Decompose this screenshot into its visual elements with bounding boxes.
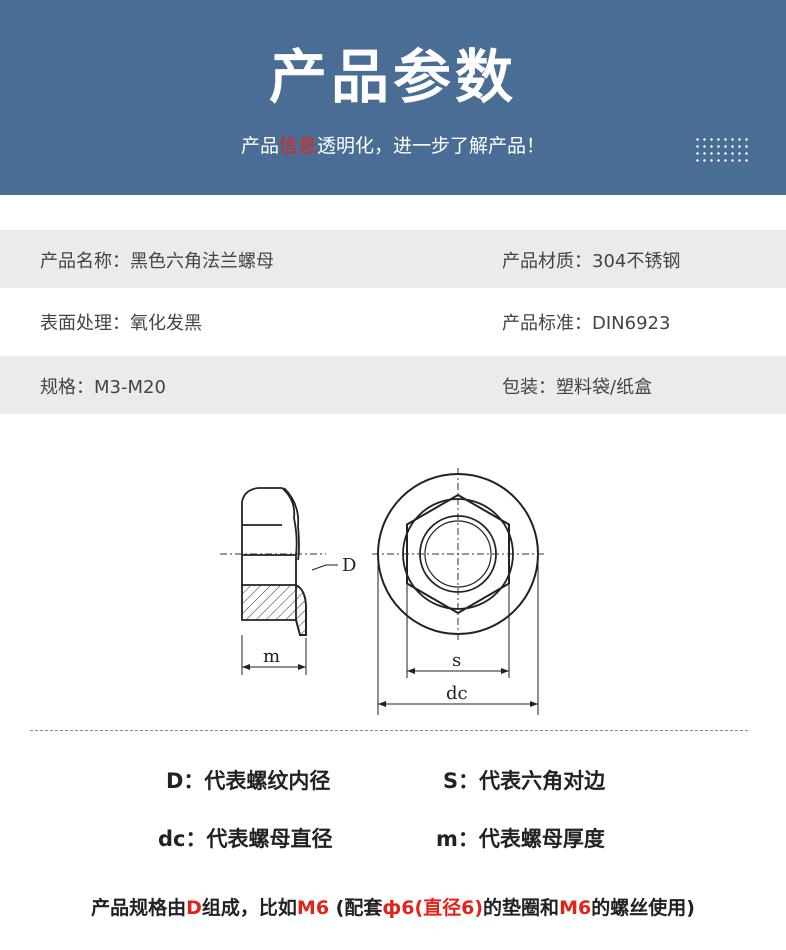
page-subtitle: 产品信息透明化，进一步了解产品！ [240, 135, 546, 157]
param-row-spec-package: 规格：M3-M20 包装：塑料袋/纸盒 [0, 356, 786, 414]
param-package: 包装：塑料袋/纸盒 [502, 377, 653, 398]
param-name: 产品名称：黑色六角法兰螺母 [40, 251, 274, 272]
dashed-divider [30, 730, 748, 731]
label-dc: dc [446, 683, 468, 704]
side-view [241, 487, 307, 636]
spec-note: 产品规格由D组成，比如M6 (配套ф6(直径6)的垫圈和M6的螺丝使用) [91, 897, 695, 919]
param-row-surface-standard: 表面处理：氧化发黑 产品标准：DIN6923 [0, 292, 786, 350]
param-material: 产品材质：304不锈钢 [502, 251, 681, 272]
param-standard: 产品标准：DIN6923 [502, 313, 671, 334]
param-surface: 表面处理：氧化发黑 [40, 313, 202, 334]
technical-drawing: D m s dc [220, 468, 544, 715]
header-banner: 产品参数 产品信息透明化，进一步了解产品！ [0, 0, 786, 195]
legend-D: D：代表螺纹内径 [166, 769, 331, 793]
page-title: 产品参数 [268, 43, 517, 111]
label-D: D [342, 555, 356, 576]
param-spec: 规格：M3-M20 [40, 377, 166, 398]
legend-m: m：代表螺母厚度 [436, 827, 605, 851]
label-m: m [263, 646, 280, 667]
param-row-name-material: 产品名称：黑色六角法兰螺母 产品材质：304不锈钢 [0, 230, 786, 288]
subtitle-highlight: 信息 [278, 135, 317, 157]
legend-S: S：代表六角对边 [443, 769, 606, 793]
legend-dc: dc：代表螺母直径 [158, 827, 333, 851]
label-s: s [452, 650, 461, 671]
dot-grid-decoration [694, 136, 752, 166]
